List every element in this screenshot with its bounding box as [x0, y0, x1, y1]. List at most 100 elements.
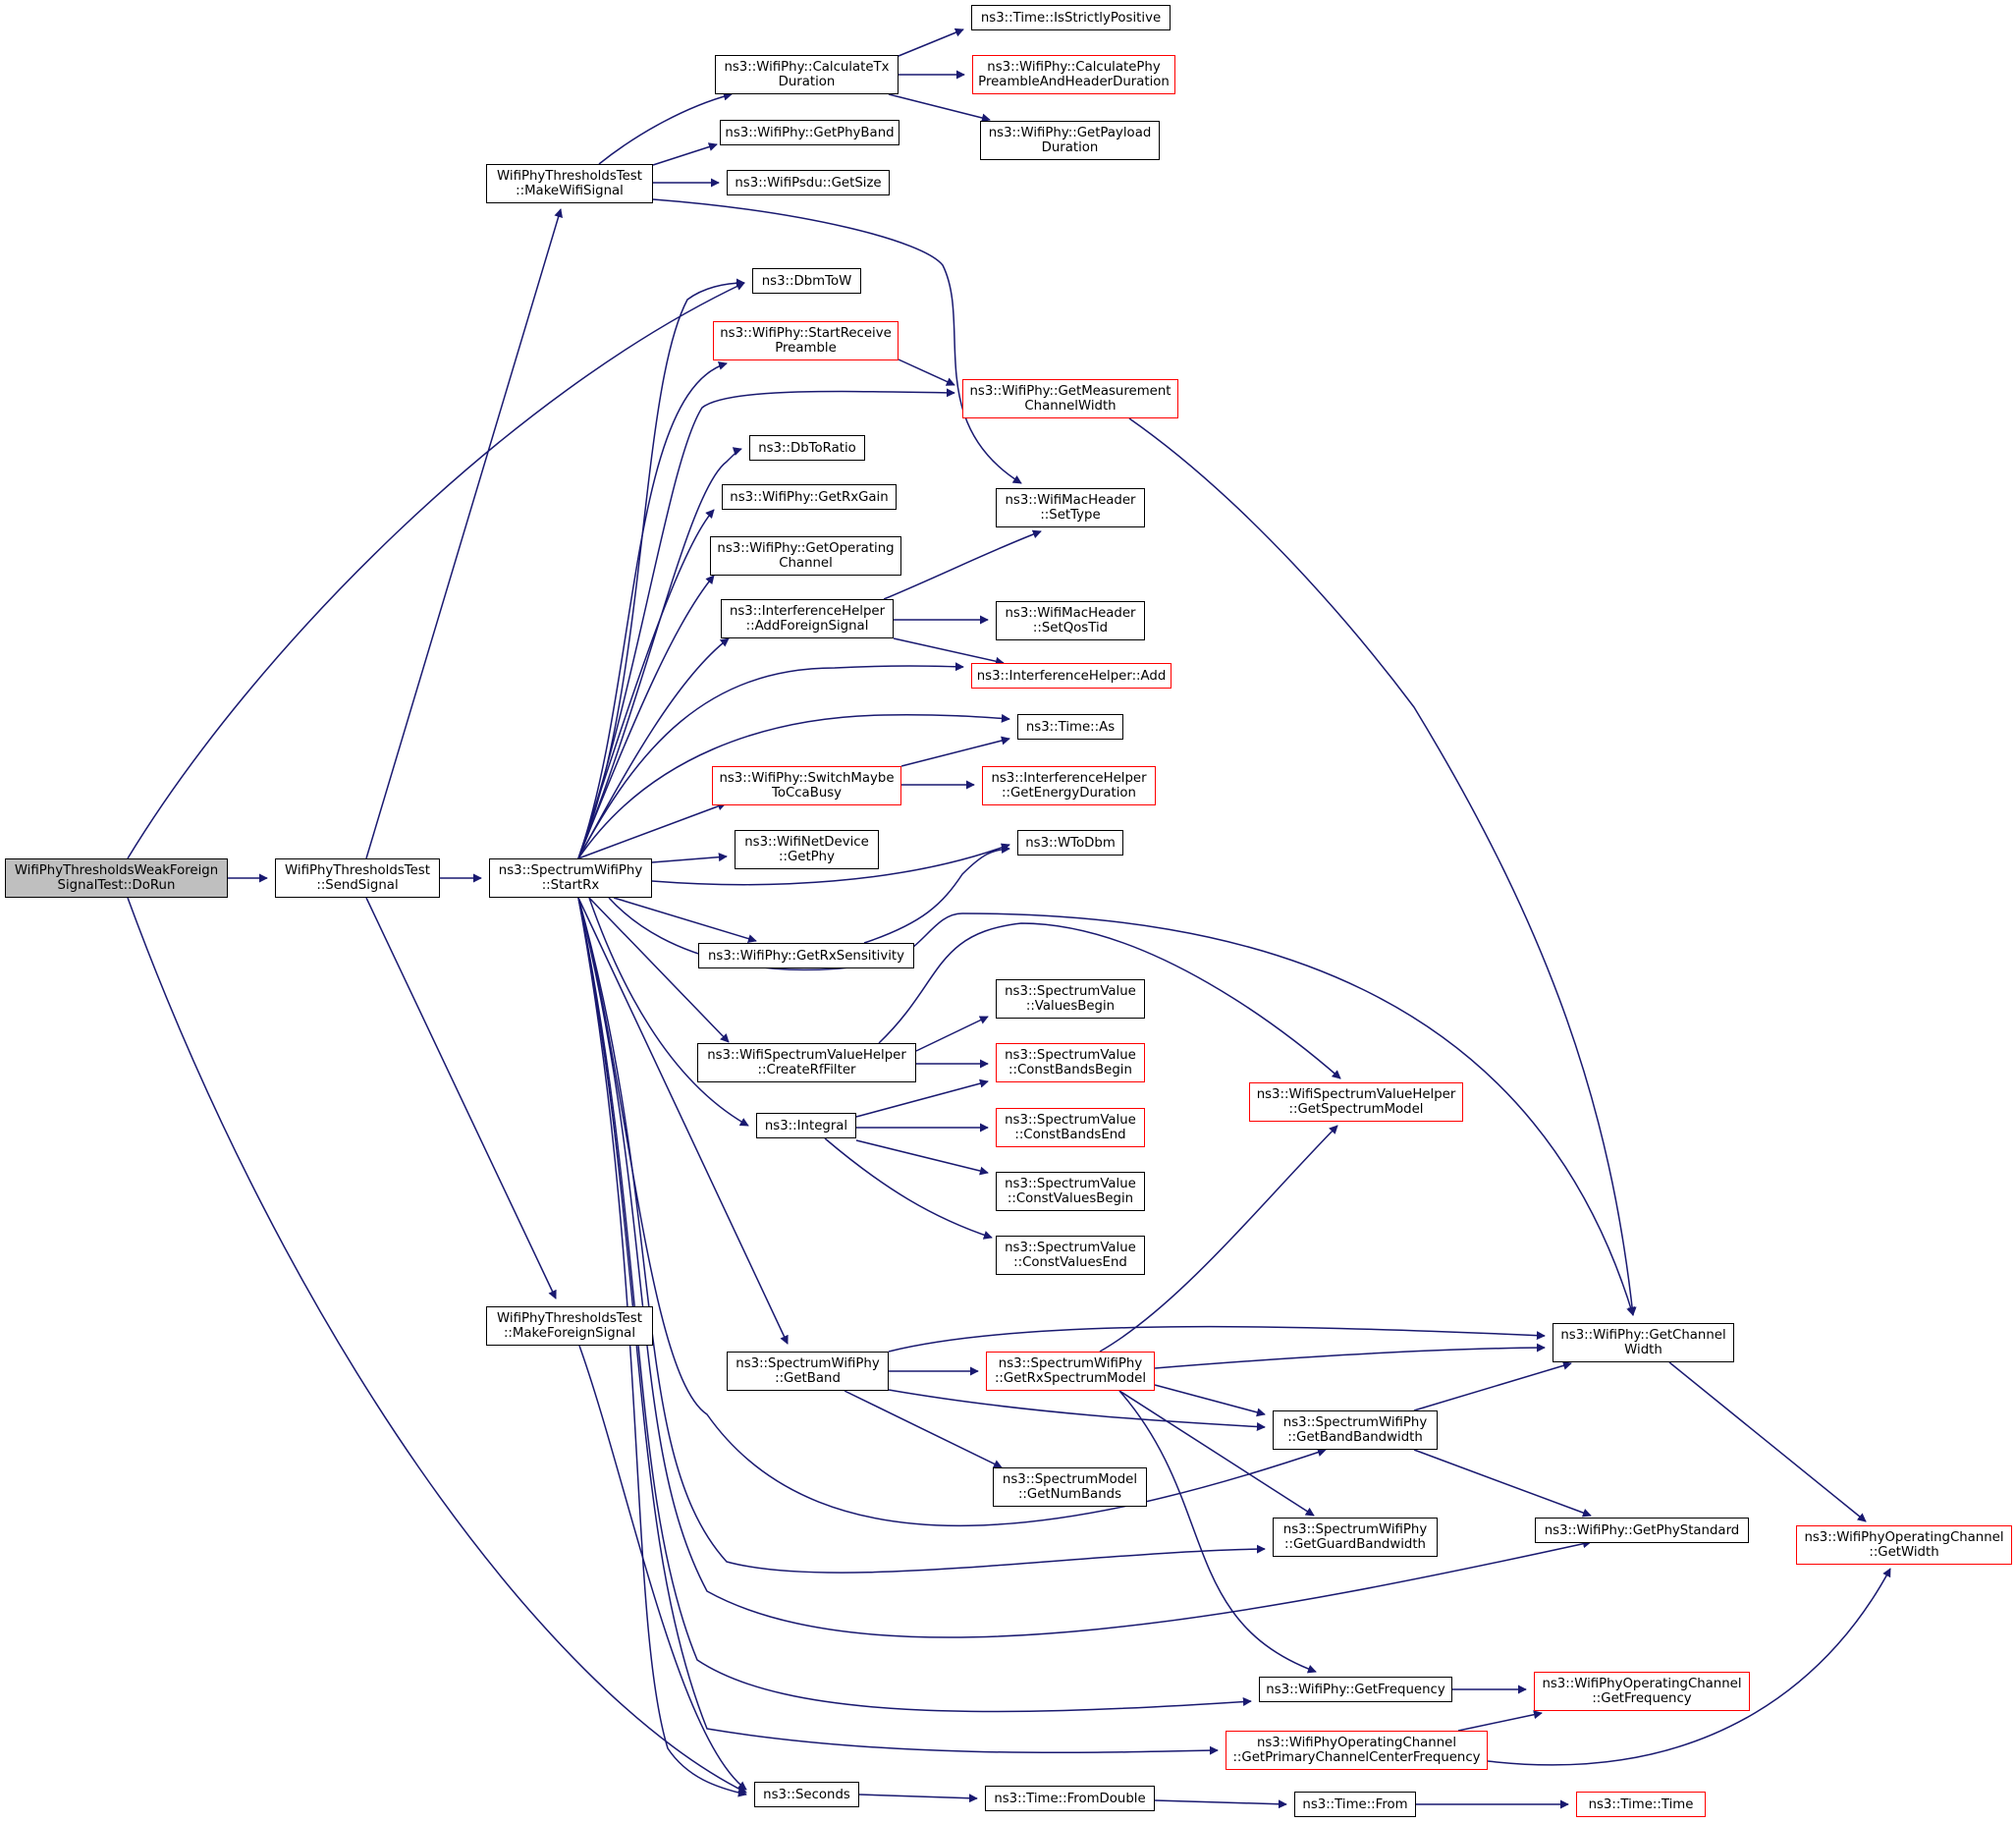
edge-getPrimaryChannelCenterFrequency-opChannelGetWidth [1487, 1568, 1891, 1766]
edge-startRx-getBand [577, 897, 789, 1345]
edge-doRun-seconds [127, 897, 747, 1794]
node-get-phy-standard[interactable]: ns3::WifiPhy::GetPhyStandard [1535, 1518, 1749, 1543]
edge-startRx-getPhyStandard [577, 897, 1592, 1638]
node-const-bands-begin[interactable]: ns3::SpectrumValue ::ConstBandsBegin [996, 1043, 1145, 1082]
edge-startRx-getGuardBandwidth [577, 897, 1266, 1574]
edge-getRxSpectrumModel-getGuardBandwidth [1118, 1390, 1315, 1517]
edge-startReceivePreamble-getMeasurementChannelWidth [898, 359, 955, 386]
node-get-channel-width[interactable]: ns3::WifiPhy::GetChannel Width [1553, 1323, 1734, 1362]
edge-integral-constValuesEnd [824, 1137, 993, 1240]
node-get-measurement-channel-width[interactable]: ns3::WifiPhy::GetMeasurement ChannelWidt… [962, 379, 1178, 418]
edge-addForeignSignal-setType [883, 529, 1042, 600]
edge-switchMaybeToCcaBusy-timeAs [900, 736, 1010, 767]
node-add-foreign-signal[interactable]: ns3::InterferenceHelper ::AddForeignSign… [721, 599, 894, 638]
edge-makeWifiSignal-calculateTxDuration [598, 91, 733, 165]
edge-getRxSensitivity-wToDbm [863, 844, 1010, 944]
node-const-bands-end[interactable]: ns3::SpectrumValue ::ConstBandsEnd [996, 1108, 1145, 1147]
node-const-values-begin[interactable]: ns3::SpectrumValue ::ConstValuesBegin [996, 1172, 1145, 1211]
node-make-wifi-signal[interactable]: WifiPhyThresholdsTest ::MakeWifiSignal [486, 164, 653, 203]
node-from-double[interactable]: ns3::Time::FromDouble [985, 1786, 1155, 1811]
edge-startRx-getMeasurementChannelWidth [577, 388, 955, 859]
node-send-signal[interactable]: WifiPhyThresholdsTest ::SendSignal [275, 858, 440, 898]
edge-startRx-getRxGain [577, 509, 715, 859]
node-db-to-ratio[interactable]: ns3::DbToRatio [749, 435, 865, 461]
edge-startRx-getBandBandwidth [577, 897, 1327, 1526]
node-get-band[interactable]: ns3::SpectrumWifiPhy ::GetBand [727, 1352, 889, 1391]
node-create-rf-filter[interactable]: ns3::WifiSpectrumValueHelper ::CreateRfF… [697, 1043, 916, 1082]
edge-makeWifiSignal-getPhyBand [652, 142, 718, 166]
edge-integral-constBandsBegin [855, 1078, 989, 1118]
node-is-strictly-positive[interactable]: ns3::Time::IsStrictlyPositive [971, 5, 1171, 30]
node-get-rx-spectrum-model[interactable]: ns3::SpectrumWifiPhy ::GetRxSpectrumMode… [986, 1352, 1155, 1391]
node-get-operating-channel[interactable]: ns3::WifiPhy::GetOperating Channel [710, 536, 901, 576]
edge-createRfFilter-getSpectrumModel [878, 922, 1341, 1079]
edge-startRx-getRxSensitivity [613, 897, 757, 943]
node-op-channel-get-frequency[interactable]: ns3::WifiPhyOperatingChannel ::GetFreque… [1534, 1672, 1750, 1711]
edge-startRx-startReceivePreamble [577, 361, 728, 859]
node-get-rx-gain[interactable]: ns3::WifiPhy::GetRxGain [722, 484, 897, 510]
node-w-to-dbm[interactable]: ns3::WToDbm [1017, 830, 1123, 856]
edge-getBand-getChannelWidth [888, 1325, 1546, 1353]
node-get-frequency[interactable]: ns3::WifiPhy::GetFrequency [1259, 1677, 1452, 1702]
node-time-from[interactable]: ns3::Time::From [1294, 1792, 1416, 1817]
edge-startRx-dbmToW [577, 278, 745, 859]
node-calculate-phy-preamble[interactable]: ns3::WifiPhy::CalculatePhy PreambleAndHe… [972, 55, 1175, 94]
node-psdu-get-size[interactable]: ns3::WifiPsdu::GetSize [727, 170, 890, 195]
node-start-rx[interactable]: ns3::SpectrumWifiPhy ::StartRx [489, 858, 652, 898]
edge-doRun-dbmToW [127, 282, 745, 859]
node-switch-maybe-to-cca-busy[interactable]: ns3::WifiPhy::SwitchMaybe ToCcaBusy [712, 766, 901, 805]
edge-startRx-seconds [577, 897, 747, 1797]
edge-startRx-timeAs [577, 713, 1010, 859]
node-integral[interactable]: ns3::Integral [756, 1113, 856, 1138]
edge-calculateTxDuration-isStrictlyPositive [898, 28, 964, 57]
node-net-device-get-phy[interactable]: ns3::WifiNetDevice ::GetPhy [735, 830, 879, 869]
edge-getBand-getBandBandwidth [888, 1389, 1266, 1432]
node-seconds[interactable]: ns3::Seconds [754, 1782, 859, 1807]
edge-startRx-getOperatingChannel [577, 575, 715, 859]
edge-startRx-netDeviceGetPhy [651, 853, 728, 863]
node-do-run[interactable]: WifiPhyThresholdsWeakForeign SignalTest:… [5, 858, 228, 898]
edge-createRfFilter-valuesBegin [915, 1016, 989, 1052]
node-get-num-bands[interactable]: ns3::SpectrumModel ::GetNumBands [993, 1467, 1147, 1507]
node-get-band-bandwidth[interactable]: ns3::SpectrumWifiPhy ::GetBandBandwidth [1273, 1410, 1438, 1450]
edge-startRx-getFrequency [577, 897, 1252, 1713]
edge-addForeignSignal-interferenceAdd [893, 637, 1005, 666]
node-calculate-tx-duration[interactable]: ns3::WifiPhy::CalculateTx Duration [715, 55, 899, 94]
node-get-rx-sensitivity[interactable]: ns3::WifiPhy::GetRxSensitivity [698, 943, 914, 968]
edge-getRxSpectrumModel-getFrequency [1118, 1390, 1317, 1674]
edge-startRx-interferenceAdd [577, 662, 964, 859]
node-interference-add[interactable]: ns3::InterferenceHelper::Add [971, 663, 1171, 689]
edge-getRxSpectrumModel-getChannelWidth [1154, 1343, 1546, 1369]
edge-getPrimaryChannelCenterFrequency-opChannelGetFrequency [1457, 1710, 1543, 1732]
node-set-type[interactable]: ns3::WifiMacHeader ::SetType [996, 488, 1145, 527]
node-time-time[interactable]: ns3::Time::Time [1576, 1792, 1706, 1817]
edge-getRxSpectrumModel-getBandBandwidth [1154, 1384, 1266, 1417]
node-set-qos-tid[interactable]: ns3::WifiMacHeader ::SetQosTid [996, 601, 1145, 640]
edge-makeForeignSignal-seconds [578, 1345, 747, 1791]
edge-getChannelWidth-opChannelGetWidth [1668, 1361, 1867, 1522]
node-dbm-to-w[interactable]: ns3::DbmToW [752, 268, 861, 294]
edge-fromDouble-timeFrom [1154, 1799, 1287, 1809]
edge-startRx-dbToRatio [577, 447, 742, 859]
edge-startRx-wToDbm [651, 843, 1010, 886]
node-time-as[interactable]: ns3::Time::As [1017, 714, 1123, 740]
edge-getBandBandwidth-getPhyStandard [1413, 1449, 1592, 1518]
node-get-payload-duration[interactable]: ns3::WifiPhy::GetPayload Duration [980, 121, 1160, 160]
edge-getRxSpectrumModel-getSpectrumModel [1099, 1125, 1338, 1353]
node-values-begin[interactable]: ns3::SpectrumValue ::ValuesBegin [996, 979, 1145, 1019]
edge-seconds-fromDouble [858, 1794, 978, 1803]
node-op-channel-get-width[interactable]: ns3::WifiPhyOperatingChannel ::GetWidth [1796, 1525, 2012, 1565]
edge-sendSignal-makeWifiSignal [365, 208, 563, 859]
edge-getBandBandwidth-getChannelWidth [1413, 1361, 1572, 1411]
edge-getMeasurementChannelWidth-getChannelWidth [1128, 417, 1637, 1316]
node-get-primary-channel-center-frequency[interactable]: ns3::WifiPhyOperatingChannel ::GetPrimar… [1226, 1731, 1488, 1770]
node-get-spectrum-model[interactable]: ns3::WifiSpectrumValueHelper ::GetSpectr… [1249, 1082, 1463, 1122]
node-start-receive-preamble[interactable]: ns3::WifiPhy::StartReceive Preamble [713, 321, 899, 360]
node-get-phy-band[interactable]: ns3::WifiPhy::GetPhyBand [720, 120, 899, 145]
node-get-guard-bandwidth[interactable]: ns3::SpectrumWifiPhy ::GetGuardBandwidth [1273, 1518, 1438, 1557]
node-get-energy-duration[interactable]: ns3::InterferenceHelper ::GetEnergyDurat… [982, 766, 1156, 805]
edge-startRx-switchMaybeToCcaBusy [577, 801, 727, 859]
node-make-foreign-signal[interactable]: WifiPhyThresholdsTest ::MakeForeignSigna… [486, 1306, 653, 1346]
node-const-values-end[interactable]: ns3::SpectrumValue ::ConstValuesEnd [996, 1236, 1145, 1275]
